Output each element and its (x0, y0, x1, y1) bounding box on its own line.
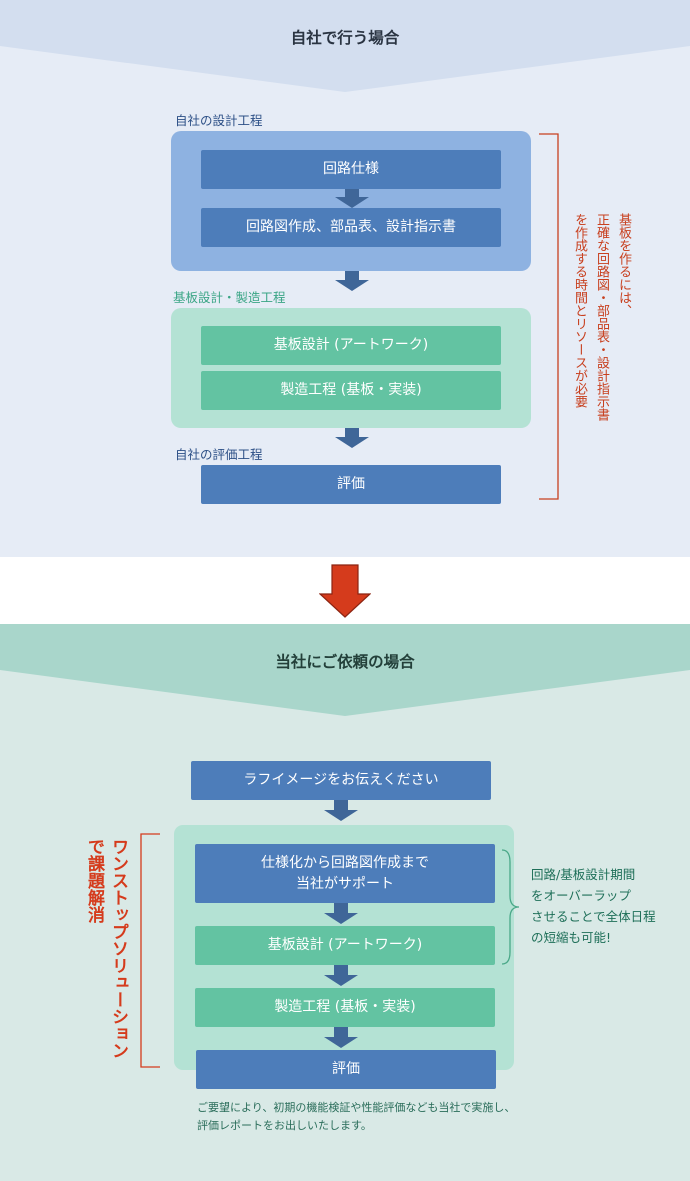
resource-note-line-3: を作成する時間とリソースが必要 (572, 213, 587, 408)
overlap-note-line-1: 回路/基板設計期間 (531, 867, 636, 882)
overlap-note-line-4: の短縮も可能! (531, 930, 612, 945)
footnote-line-1: ご要望により、初期の機能検証や性能評価なども当社で実施し、 (197, 1101, 516, 1114)
phase-eval-label: 自社の評価工程 (175, 447, 263, 462)
left-bracket (140, 833, 160, 1068)
one-stop-slogan: ワンストップソリューション で課題解消 (82, 838, 130, 1059)
overlap-note: 回路/基板設計期間 をオーバーラップ させることで全体日程 の短縮も可能! (531, 864, 656, 948)
arrow-down-icon (324, 1027, 358, 1048)
phase-design-label: 自社の設計工程 (175, 113, 263, 128)
section-inhouse-title: 自社で行う場合 (290, 29, 400, 47)
step-evaluation: 評価 (201, 465, 501, 504)
step-spec-support-line-2: 当社がサポート (296, 875, 394, 892)
arrow-down-icon (335, 189, 369, 208)
step-rough-image: ラフイメージをお伝えください (191, 761, 491, 800)
arrow-down-icon (324, 903, 358, 924)
big-arrow-down-icon (319, 564, 371, 618)
step-board-design-2: 基板設計 (アートワーク) (195, 926, 495, 965)
right-bracket (539, 133, 559, 500)
section-inhouse-header-banner (0, 0, 690, 92)
arrow-down-icon (335, 428, 369, 448)
section-outsourced-header-banner (0, 624, 690, 716)
resource-note: 基板を作るには、 正確な回路図・部品表・設計指示書 を作成する時間とリソースが必… (568, 213, 634, 453)
step-spec-support-line-1: 仕様化から回路図作成まで (261, 855, 429, 872)
overlap-note-line-3: させることで全体日程 (531, 909, 656, 924)
step-manufacture: 製造工程 (基板・実装) (201, 371, 501, 410)
step-board-design: 基板設計 (アートワーク) (201, 326, 501, 365)
step-manufacture-2: 製造工程 (基板・実装) (195, 988, 495, 1027)
footnote-line-2: 評価レポートをお出しいたします。 (197, 1119, 372, 1132)
curly-brace (501, 849, 520, 965)
arrow-down-icon (324, 800, 358, 821)
arrow-down-icon (324, 965, 358, 986)
phase-board-label: 基板設計・製造工程 (173, 290, 286, 305)
one-stop-slogan-line-2: で課題解消 (84, 838, 104, 923)
step-spec-support: 仕様化から回路図作成まで 当社がサポート (195, 844, 495, 903)
step-evaluation-2: 評価 (196, 1050, 496, 1089)
step-circuit-spec: 回路仕様 (201, 150, 501, 189)
resource-note-line-1: 基板を作るには、 (616, 213, 631, 317)
one-stop-slogan-line-1: ワンストップソリューション (108, 838, 128, 1059)
arrow-down-icon (335, 271, 369, 291)
section-outsourced-title: 当社にご依頼の場合 (275, 653, 415, 671)
overlap-note-line-2: をオーバーラップ (531, 888, 631, 903)
resource-note-line-2: 正確な回路図・部品表・設計指示書 (594, 213, 609, 421)
step-schematic-bom: 回路図作成、部品表、設計指示書 (201, 208, 501, 247)
footnote: ご要望により、初期の機能検証や性能評価なども当社で実施し、 評価レポートをお出し… (197, 1099, 515, 1135)
